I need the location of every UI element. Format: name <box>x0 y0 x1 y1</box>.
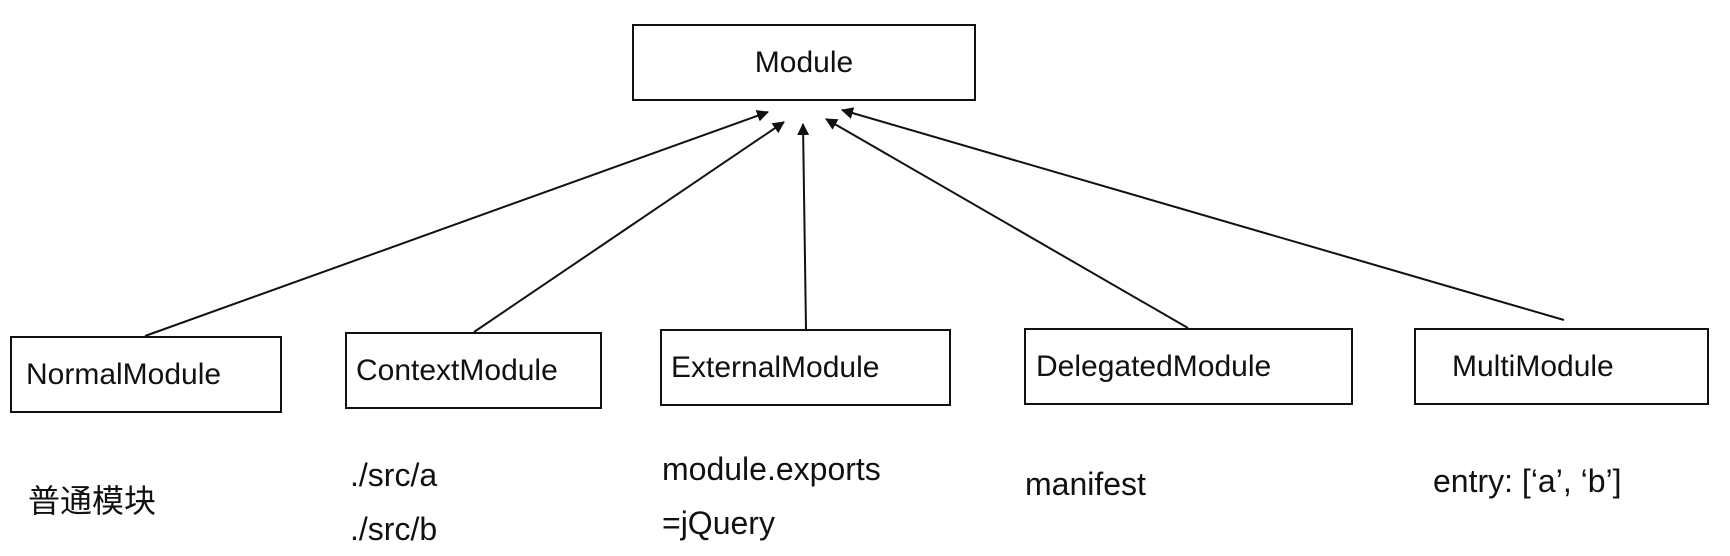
arrow-delegatedmodule-to-module <box>825 118 1189 329</box>
externalmodule-label: ExternalModule <box>671 350 880 384</box>
externalmodule-note: module.exports =jQuery <box>662 442 881 550</box>
normalmodule-box: NormalModule <box>10 336 282 413</box>
multimodule-box: MultiModule <box>1414 328 1709 405</box>
contextmodule-note-line-1: ./src/a <box>350 457 438 493</box>
module-box: Module <box>632 24 976 101</box>
arrow-multimodule-to-module <box>841 107 1565 321</box>
multimodule-label: MultiModule <box>1452 349 1614 383</box>
arrow-normalmodule-to-module <box>144 110 769 337</box>
multimodule-note: entry: [‘a’, ‘b’] <box>1433 454 1622 508</box>
contextmodule-box: ContextModule <box>345 332 602 409</box>
delegatedmodule-note: manifest <box>1025 457 1146 511</box>
normalmodule-note: 普通模块 <box>28 474 156 528</box>
normalmodule-note-line: 普通模块 <box>28 483 157 519</box>
contextmodule-label: ContextModule <box>356 353 558 387</box>
arrow-contextmodule-to-module <box>473 121 785 333</box>
externalmodule-box: ExternalModule <box>660 329 951 406</box>
externalmodule-note-line-1: module.exports <box>662 451 881 487</box>
contextmodule-note-line-2: ./src/b <box>350 511 438 547</box>
externalmodule-note-line-2: =jQuery <box>662 505 775 541</box>
delegatedmodule-note-line: manifest <box>1025 466 1146 502</box>
contextmodule-note: ./src/a ./src/b <box>350 448 437 556</box>
delegatedmodule-box: DelegatedModule <box>1024 328 1353 405</box>
module-label: Module <box>754 45 854 79</box>
delegatedmodule-label: DelegatedModule <box>1036 349 1272 383</box>
arrow-externalmodule-to-module <box>797 123 810 330</box>
multimodule-note-line: entry: [‘a’, ‘b’] <box>1433 463 1622 499</box>
normalmodule-label: NormalModule <box>26 357 222 391</box>
